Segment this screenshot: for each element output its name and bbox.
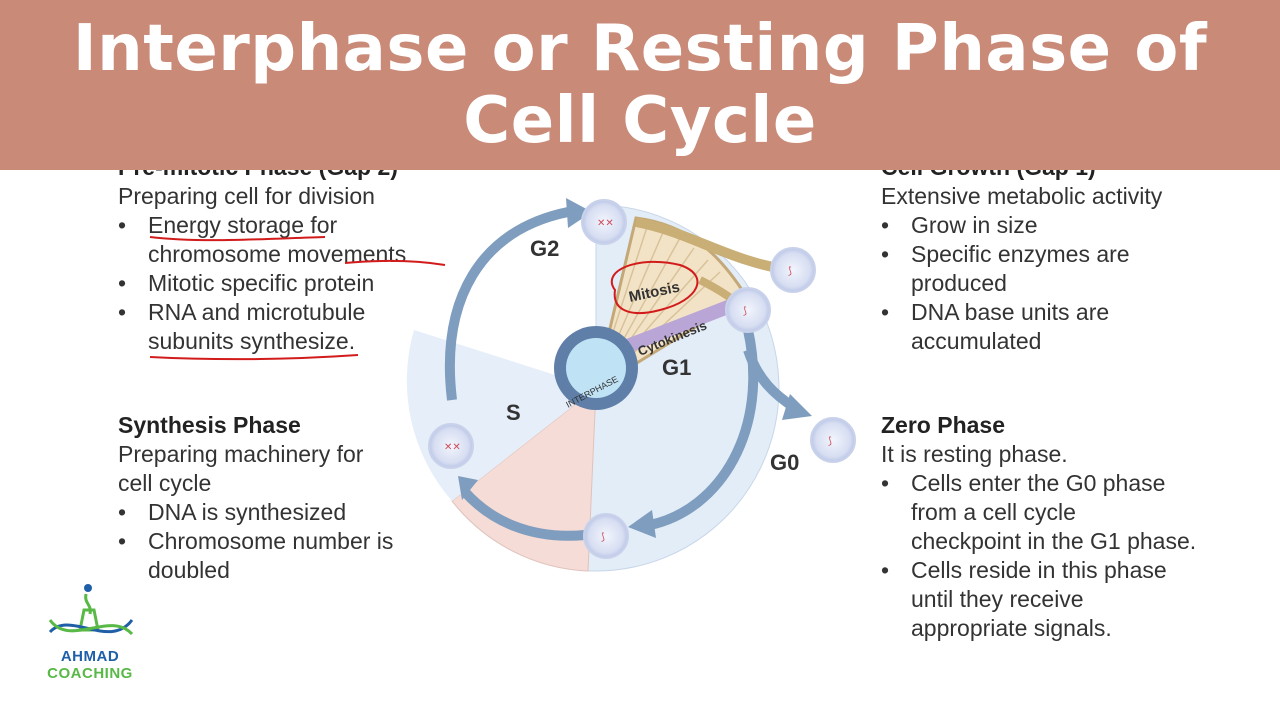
g2-subtitle: Preparing cell for division bbox=[118, 183, 375, 209]
s-bullet-1: DNA is synthesized bbox=[118, 498, 478, 527]
cell-g1-start: ⟆ bbox=[725, 287, 771, 333]
svg-text:⟆: ⟆ bbox=[743, 306, 747, 317]
g0-heading: Zero Phase bbox=[881, 412, 1005, 438]
logo-line-1: AHMAD bbox=[60, 648, 120, 665]
svg-text:✕✕: ✕✕ bbox=[444, 442, 461, 453]
svg-text:⟆: ⟆ bbox=[828, 436, 832, 447]
cell-bottom: ⟆ bbox=[583, 513, 629, 559]
s-subtitle-1: Preparing machinery for bbox=[118, 441, 364, 467]
ring-g1-head bbox=[628, 510, 656, 538]
ring-g2-arc bbox=[444, 207, 570, 401]
cell-top: ✕✕ bbox=[581, 199, 627, 245]
s-sector bbox=[451, 386, 597, 572]
g2-bullet-2: Mitotic specific protein bbox=[118, 269, 478, 298]
g0-arrow-head bbox=[782, 394, 812, 420]
g1-bullet-1: Grow in size bbox=[881, 211, 1261, 240]
dna-flask-icon bbox=[48, 584, 134, 636]
label-g1: G1 bbox=[662, 355, 691, 380]
svg-text:⟆: ⟆ bbox=[601, 532, 605, 543]
cell-left: ✕✕ bbox=[428, 423, 474, 469]
label-s: S bbox=[506, 400, 521, 425]
title-line-1: Interphase or Resting Phase of bbox=[72, 12, 1208, 86]
g2-text-block: Pre-mitotic Phase (Gap 2) Preparing cell… bbox=[118, 153, 478, 356]
s-heading: Synthesis Phase bbox=[118, 412, 301, 438]
cell-g0: ⟆ bbox=[810, 417, 856, 463]
ring-g2-head bbox=[566, 198, 592, 228]
mitosis-arrow bbox=[635, 217, 791, 275]
svg-text:⟆: ⟆ bbox=[788, 266, 792, 277]
g0-subtitle: It is resting phase. bbox=[881, 441, 1068, 467]
logo-line-2: COACHING bbox=[47, 665, 133, 682]
ring-s-head bbox=[458, 476, 478, 500]
label-g0: G0 bbox=[770, 450, 799, 475]
title-line-2: Cell Cycle bbox=[463, 84, 817, 158]
cell-mitosis-daughter: ⟆ bbox=[770, 247, 816, 293]
svg-text:✕✕: ✕✕ bbox=[597, 218, 614, 229]
ring-s-arc bbox=[461, 488, 586, 541]
g0-text-block: Zero Phase It is resting phase. Cells en… bbox=[881, 411, 1271, 643]
cytokinesis-band bbox=[609, 293, 749, 359]
label-g2: G2 bbox=[530, 236, 559, 261]
s-text-block: Synthesis Phase Preparing machinery for … bbox=[118, 411, 478, 585]
g1-text-block: Cell Growth (Gap 1) Extensive metabolic … bbox=[881, 153, 1261, 356]
interphase-core bbox=[566, 338, 626, 398]
g1-subtitle: Extensive metabolic activity bbox=[881, 183, 1163, 209]
title-banner: Interphase or Resting Phase of Cell Cycl… bbox=[0, 0, 1280, 170]
s-subtitle-2: cell cycle bbox=[118, 470, 212, 496]
cell-cycle-diagram: ✕✕ ⟆ ⟆ ⟆ ⟆ ✕✕ G2 G1 G0 S Mitosis Cytokin… bbox=[406, 198, 856, 572]
mitosis-red-scribble bbox=[610, 260, 699, 315]
ahmad-coaching-logo: AHMAD COACHING bbox=[40, 580, 140, 690]
